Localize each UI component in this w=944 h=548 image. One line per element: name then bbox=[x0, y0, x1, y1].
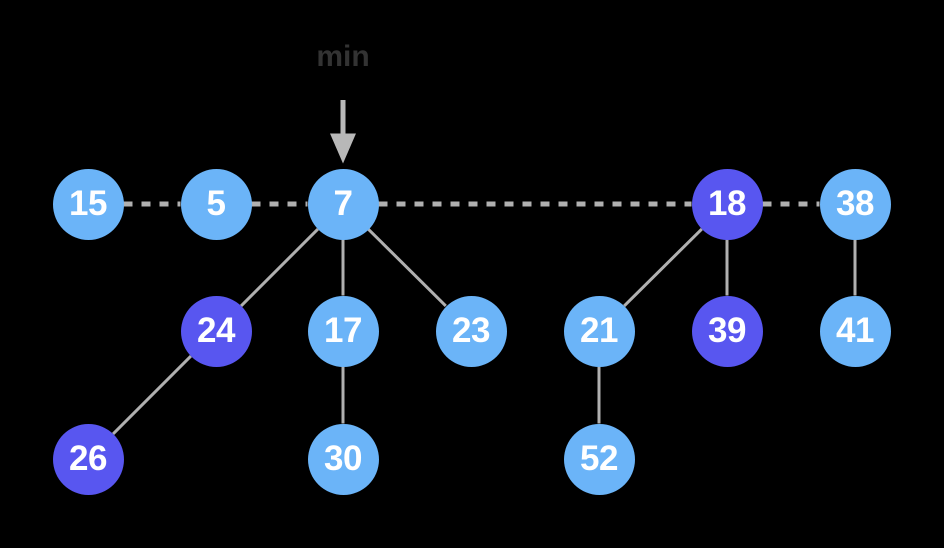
heap-node-41[interactable]: 41 bbox=[819, 295, 891, 367]
heap-node-26[interactable]: 26 bbox=[52, 423, 124, 495]
heap-node-value: 30 bbox=[324, 438, 362, 478]
heap-node-39[interactable]: 39 bbox=[691, 295, 763, 367]
min-arrow-icon bbox=[330, 100, 356, 164]
heap-node-15[interactable]: 15 bbox=[52, 168, 124, 240]
tree-edge bbox=[367, 227, 447, 308]
heap-node-value: 41 bbox=[836, 310, 874, 350]
heap-node-38[interactable]: 38 bbox=[819, 168, 891, 240]
heap-node-21[interactable]: 21 bbox=[563, 295, 635, 367]
heap-node-value: 15 bbox=[69, 183, 107, 223]
heap-node-52[interactable]: 52 bbox=[563, 423, 635, 495]
heap-node-value: 24 bbox=[197, 310, 235, 350]
heap-node-value: 18 bbox=[708, 183, 746, 223]
heap-node-7[interactable]: 7 bbox=[307, 168, 379, 240]
heap-node-value: 38 bbox=[836, 183, 874, 223]
heap-node-18[interactable]: 18 bbox=[691, 168, 763, 240]
tree-edge bbox=[112, 355, 192, 435]
heap-node-value: 52 bbox=[580, 438, 618, 478]
heap-node-5[interactable]: 5 bbox=[180, 168, 252, 240]
tree-edge bbox=[240, 228, 319, 307]
heap-node-value: 39 bbox=[708, 310, 746, 350]
min-label: min bbox=[316, 40, 370, 73]
heap-node-value: 21 bbox=[580, 310, 618, 350]
heap-node-24[interactable]: 24 bbox=[180, 295, 252, 367]
heap-node-17[interactable]: 17 bbox=[307, 295, 379, 367]
heap-node-23[interactable]: 23 bbox=[435, 295, 507, 367]
heap-node-value: 23 bbox=[452, 310, 490, 350]
heap-node-value: 5 bbox=[206, 183, 226, 223]
heap-node-30[interactable]: 30 bbox=[307, 423, 379, 495]
heap-node-value: 26 bbox=[69, 438, 107, 478]
heap-node-value: 7 bbox=[333, 183, 353, 223]
heap-node-value: 17 bbox=[324, 310, 362, 350]
tree-edge bbox=[623, 227, 703, 308]
